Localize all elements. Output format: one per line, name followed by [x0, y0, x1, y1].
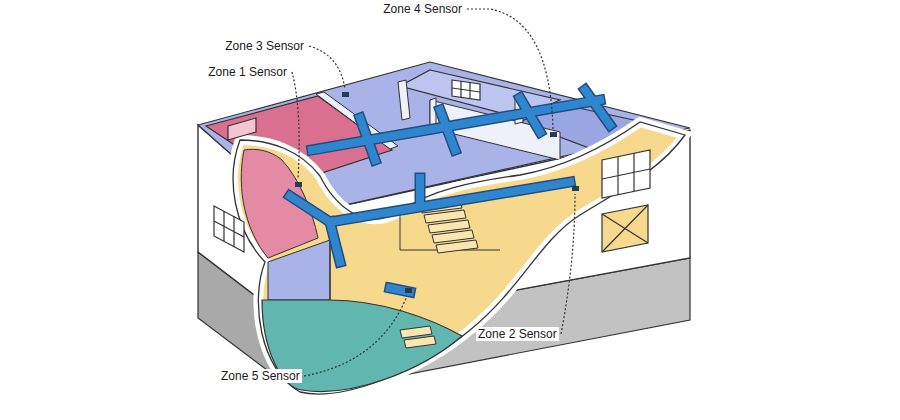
- leader-lines: [292, 9, 575, 376]
- cutaway: [233, 122, 685, 394]
- callout-label: Zone 2 Sensor: [476, 327, 559, 341]
- sensors: [295, 92, 579, 293]
- ducts: [290, 90, 610, 292]
- callout-label: Zone 5 Sensor: [219, 369, 302, 383]
- callout-label: Zone 4 Sensor: [381, 2, 464, 16]
- staircase: [400, 200, 478, 348]
- callout-label: Zone 3 Sensor: [223, 39, 306, 53]
- callout-label: Zone 1 Sensor: [206, 65, 289, 79]
- windows: [214, 80, 650, 252]
